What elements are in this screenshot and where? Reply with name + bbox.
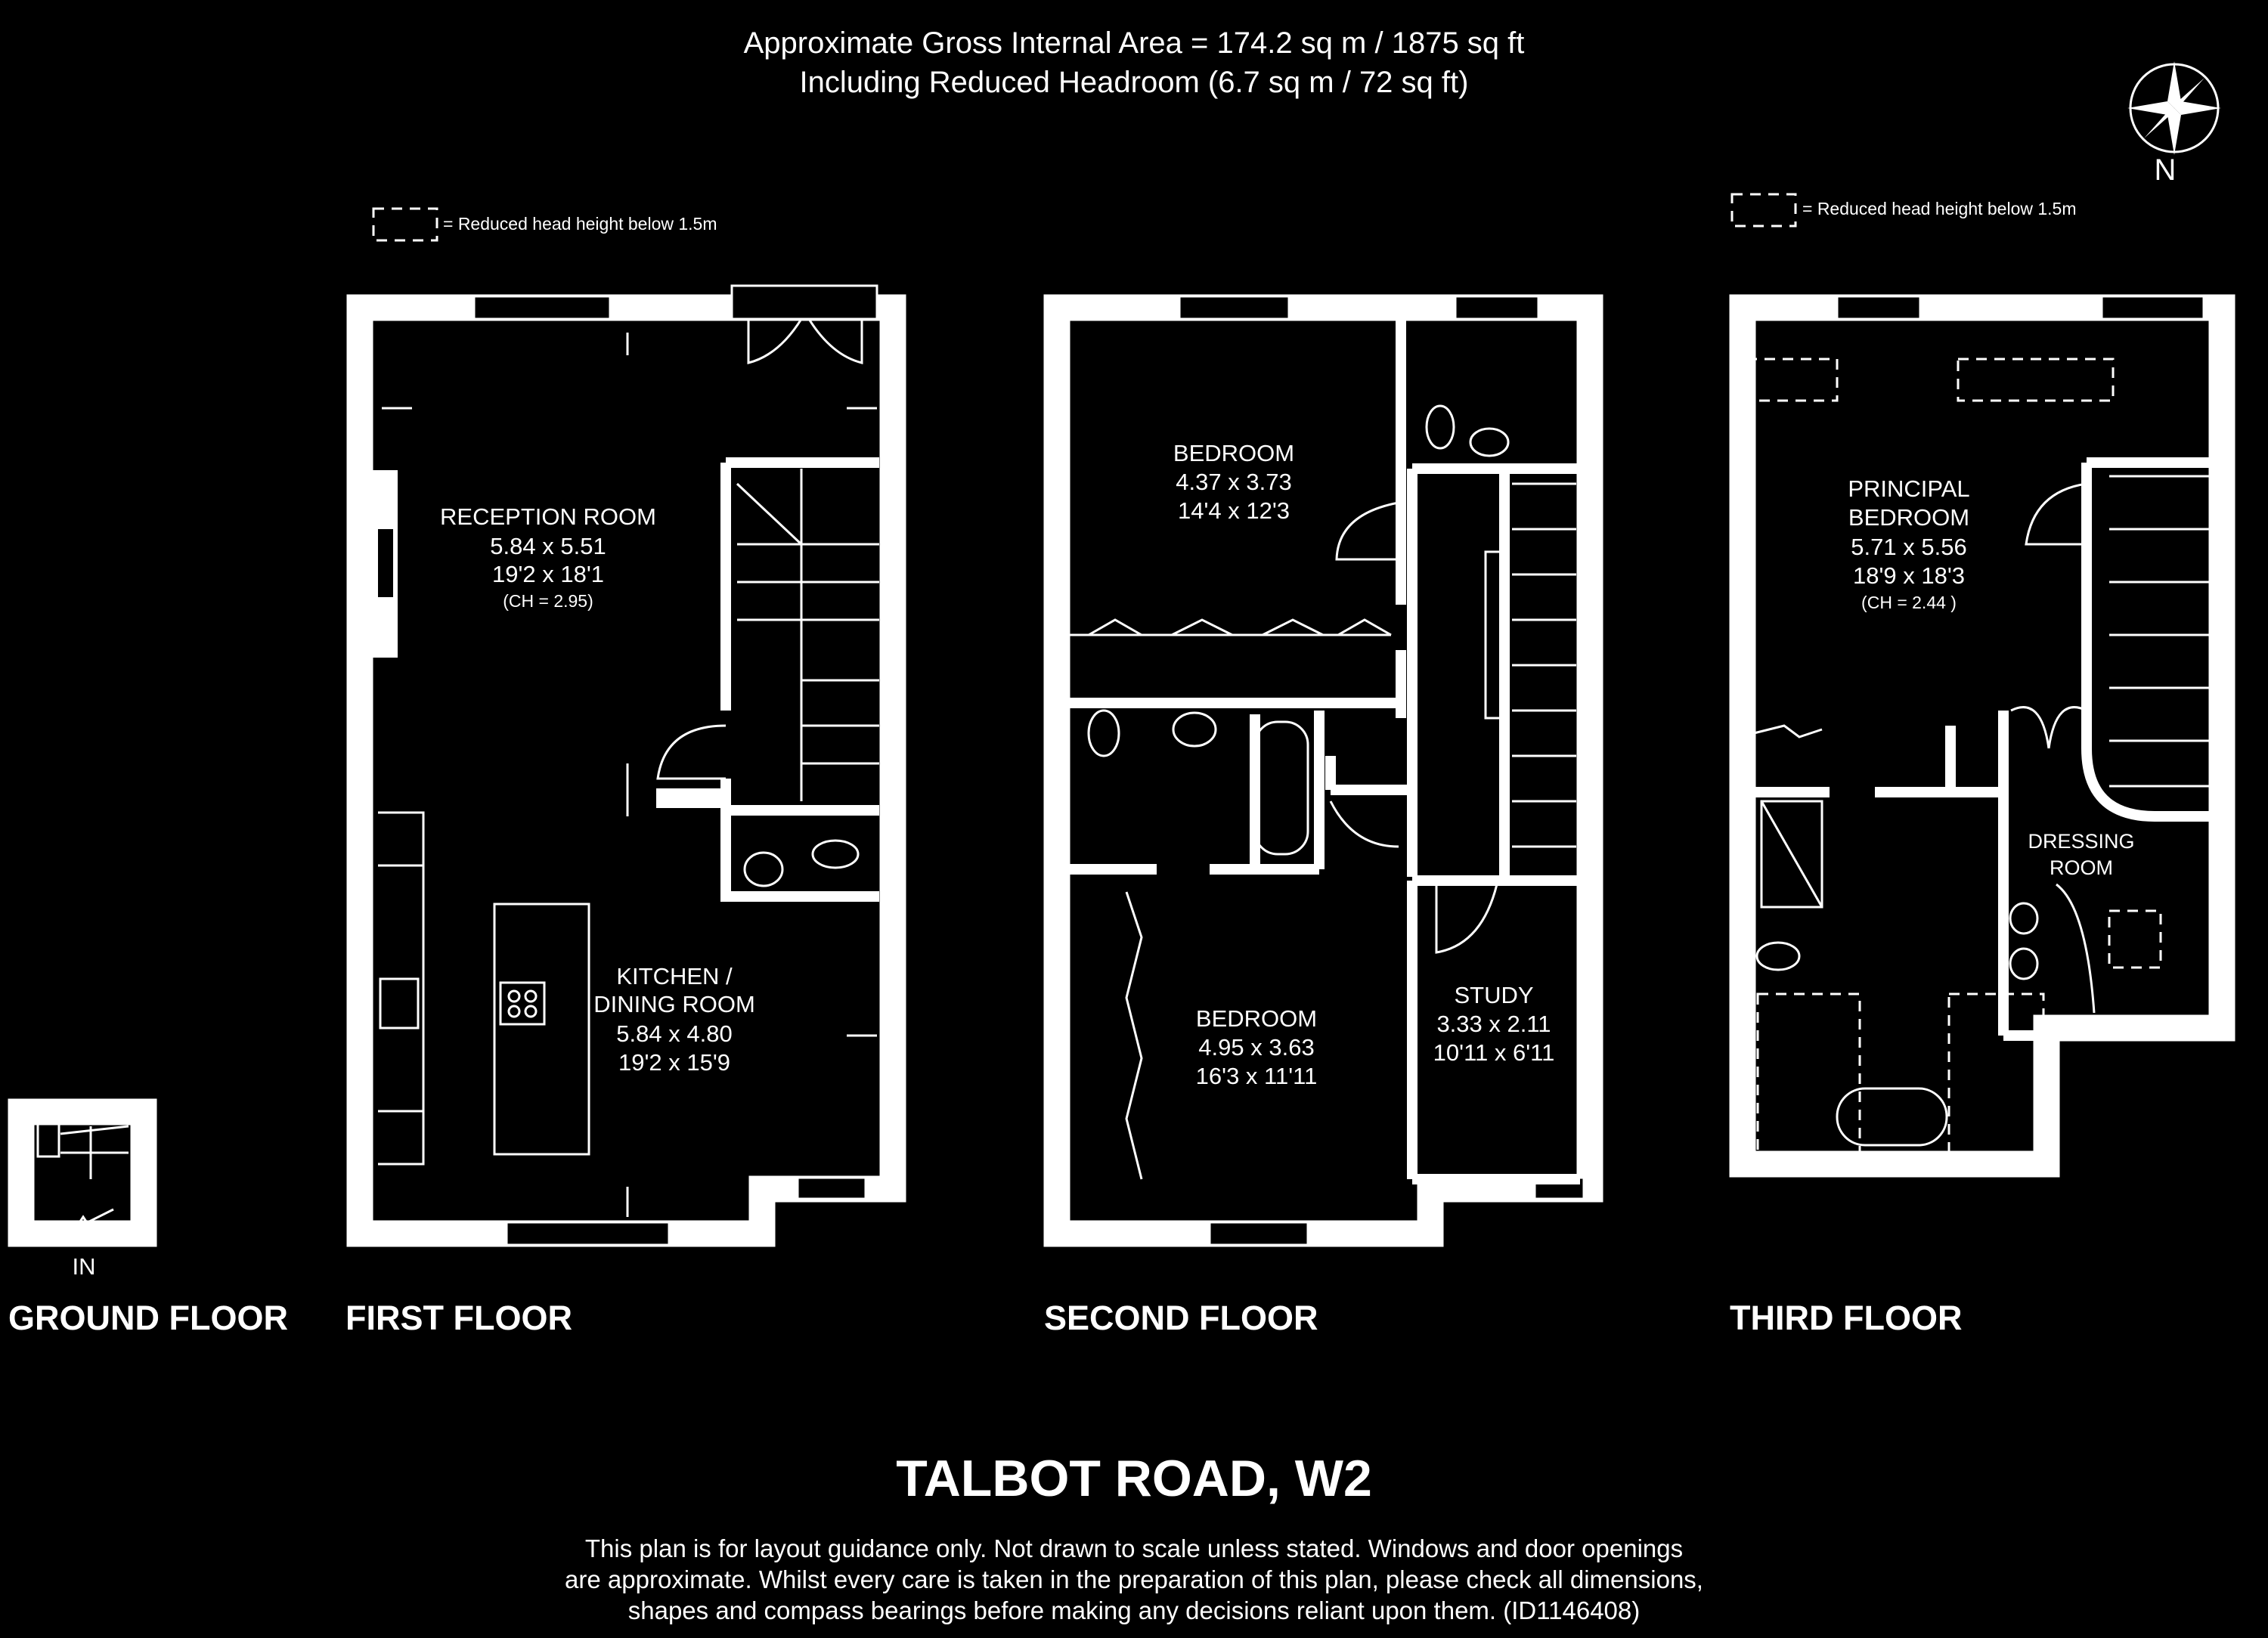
first-floor-label: FIRST FLOOR [345,1299,572,1337]
compass-rose-icon [2127,61,2221,155]
second-floor-label: SECOND FLOOR [1044,1299,1318,1337]
room-size-metric: 4.37 x 3.73 [1176,469,1291,495]
room-name: BEDROOM [1848,504,1969,531]
dashed-box-icon [1730,193,1797,228]
room-size-imperial: 18'9 x 18'3 [1853,562,1965,589]
bathtub-icon [1836,1087,1948,1147]
room-size-metric: 5.71 x 5.56 [1851,534,1966,560]
legend-first-floor: = Reduced head height below 1.5m [372,207,717,242]
room-name: STUDY [1454,982,1533,1008]
room-size-imperial: 19'2 x 18'1 [492,561,604,587]
legend-text: = Reduced head height below 1.5m [1802,199,2077,218]
bathtub-icon [1253,720,1309,856]
window [505,1221,671,1246]
disclaimer-line: This plan is for layout guidance only. N… [585,1534,1683,1562]
basin-icon [1172,711,1217,748]
sink-icon [379,977,420,1030]
room-name: BEDROOM [1196,1005,1317,1032]
property-title: TALBOT ROAD, W2 [896,1450,1372,1507]
reduced-headroom-area [2108,909,2162,969]
reduced-headroom-area [1957,358,2115,402]
room-size-imperial: 16'3 x 11'11 [1196,1063,1318,1089]
room-size-metric: 5.84 x 4.80 [616,1020,732,1047]
first-floor-plan: RECEPTION ROOM 5.84 x 5.51 19'2 x 18'1 (… [346,284,906,1247]
basin-icon [743,851,784,887]
window [472,295,612,320]
window [1454,295,1540,320]
dashed-box-icon [372,207,438,242]
window [1208,1221,1309,1246]
room-size-metric: 5.84 x 5.51 [490,533,606,559]
room-size-metric: 4.95 x 3.63 [1198,1034,1314,1061]
room-size-imperial: 14'4 x 12'3 [1178,497,1290,524]
french-doors [730,284,878,320]
toilet-icon [1755,941,1801,971]
room-name: KITCHEN / [616,963,733,989]
reduced-headroom-text: Including Reduced Headroom (6.7 sq m / 7… [800,66,1469,99]
ceiling-height: (CH = 2.44 ) [1861,593,1957,612]
basin-icon [1469,427,1510,457]
legend-third-floor: = Reduced head height below 1.5m [1730,193,2077,228]
reduced-headroom-area [1745,358,1839,402]
window [1836,295,1922,320]
kitchen-island [493,903,590,1156]
toilet-icon [1087,709,1120,757]
toilet-icon [811,839,860,869]
room-name: PRINCIPAL [1848,475,1969,502]
third-floor-label: THIRD FLOOR [1730,1299,1962,1337]
north-label: N [2155,153,2177,187]
room-name: DRESSING [2028,830,2134,853]
basin-icon [2009,902,2039,935]
room-size-imperial: 10'11 x 6'11 [1433,1039,1555,1066]
reduced-headroom-area [1947,992,2045,1162]
basin-icon [2009,947,2039,980]
toilet-icon [1425,404,1455,450]
disclaimer-line: are approximate. Whilst every care is ta… [565,1565,1703,1593]
second-floor-plan: BEDROOM 4.37 x 3.73 14'4 x 12'3 BEDROOM … [1043,294,1603,1247]
entrance-label: IN [73,1253,96,1280]
window [796,1176,867,1200]
room-name: RECEPTION ROOM [440,503,656,530]
legend-text: = Reduced head height below 1.5m [443,214,717,234]
reduced-headroom-area [1756,992,1861,1162]
room-size-imperial: 19'2 x 15'9 [618,1049,730,1076]
room-size-metric: 3.33 x 2.11 [1436,1011,1551,1037]
room-name: ROOM [2050,856,2113,879]
room-name: DINING ROOM [593,991,755,1017]
room-name: BEDROOM [1173,440,1294,466]
ground-floor-label: GROUND FLOOR [8,1299,288,1337]
ceiling-height: (CH = 2.95) [503,591,593,611]
disclaimer-line: shapes and compass bearings before makin… [628,1596,1641,1624]
gross-area-text: Approximate Gross Internal Area = 174.2 … [744,26,1525,60]
window [1178,295,1290,320]
hob-icon [499,981,546,1026]
third-floor-plan: PRINCIPAL BEDROOM 5.71 x 5.56 18'9 x 18'… [1729,294,2235,1178]
ground-floor-plan: IN [8,1098,157,1280]
window [2100,295,2205,320]
